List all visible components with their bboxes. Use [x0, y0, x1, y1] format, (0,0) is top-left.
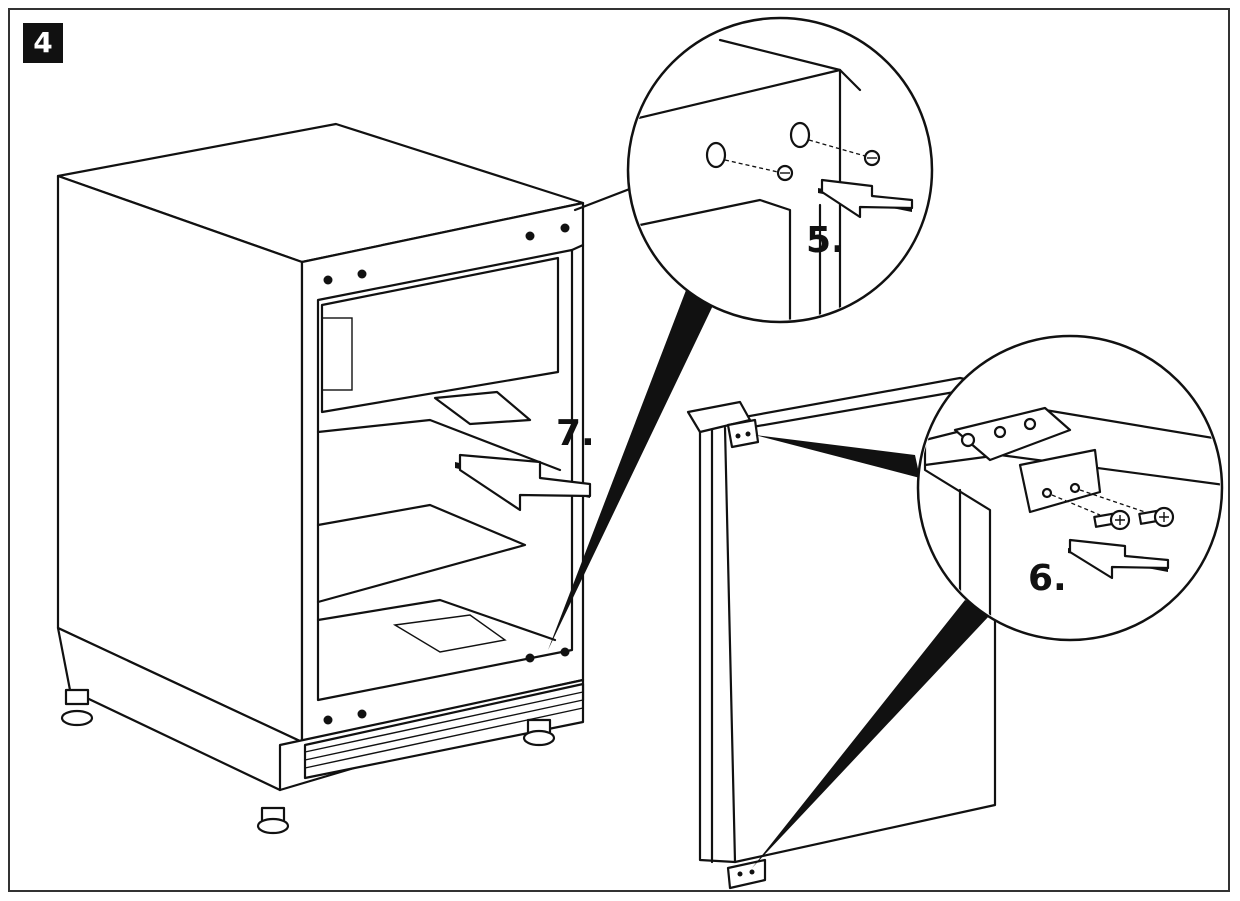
screw-hole [357, 709, 367, 719]
shelf-2 [316, 503, 527, 604]
fridge-cabinet [56, 122, 585, 835]
adjustable-foot [256, 806, 290, 835]
arrow-step-7-head [458, 453, 592, 512]
adjustable-foot [60, 688, 94, 727]
hinge-bracket [953, 406, 1072, 462]
screw-hole [323, 275, 333, 285]
hinge-screw [1138, 506, 1175, 528]
callout-pointer-5 [548, 285, 718, 650]
screw-hole [525, 653, 535, 663]
adjustable-foot [522, 718, 556, 747]
screw-hole [560, 223, 570, 233]
shelf-3 [316, 598, 557, 642]
figure-frame [8, 8, 1230, 892]
mounting-hole [705, 141, 727, 169]
screw-hole [560, 647, 570, 657]
mounting-hole [789, 121, 811, 149]
screw-hole [323, 715, 333, 725]
screw-hole [357, 269, 367, 279]
step-number-badge: 4 [23, 23, 63, 63]
shelf-1 [316, 418, 562, 472]
hinge-plate [1018, 448, 1102, 514]
arrow-step-6 [1068, 538, 1170, 580]
screw-hole [525, 231, 535, 241]
drawer-insert [392, 614, 507, 653]
step-5-label: 5. [806, 220, 845, 261]
door-hinge-top [686, 400, 760, 449]
detail-circle-6: 6. [916, 334, 1224, 642]
door-hinge-bottom [726, 858, 767, 890]
step-7-label: 7. [556, 413, 595, 454]
cabinet-opening [316, 248, 574, 702]
arrow-step-5 [820, 178, 914, 219]
shelf-support [433, 390, 532, 426]
callout-pointer-6-bottom [752, 600, 990, 868]
detail-circle-5: 5. [626, 16, 934, 324]
callout-pointer-6 [755, 435, 920, 478]
step-6-label: 6. [1028, 558, 1067, 599]
hinge-screw [1093, 509, 1131, 531]
